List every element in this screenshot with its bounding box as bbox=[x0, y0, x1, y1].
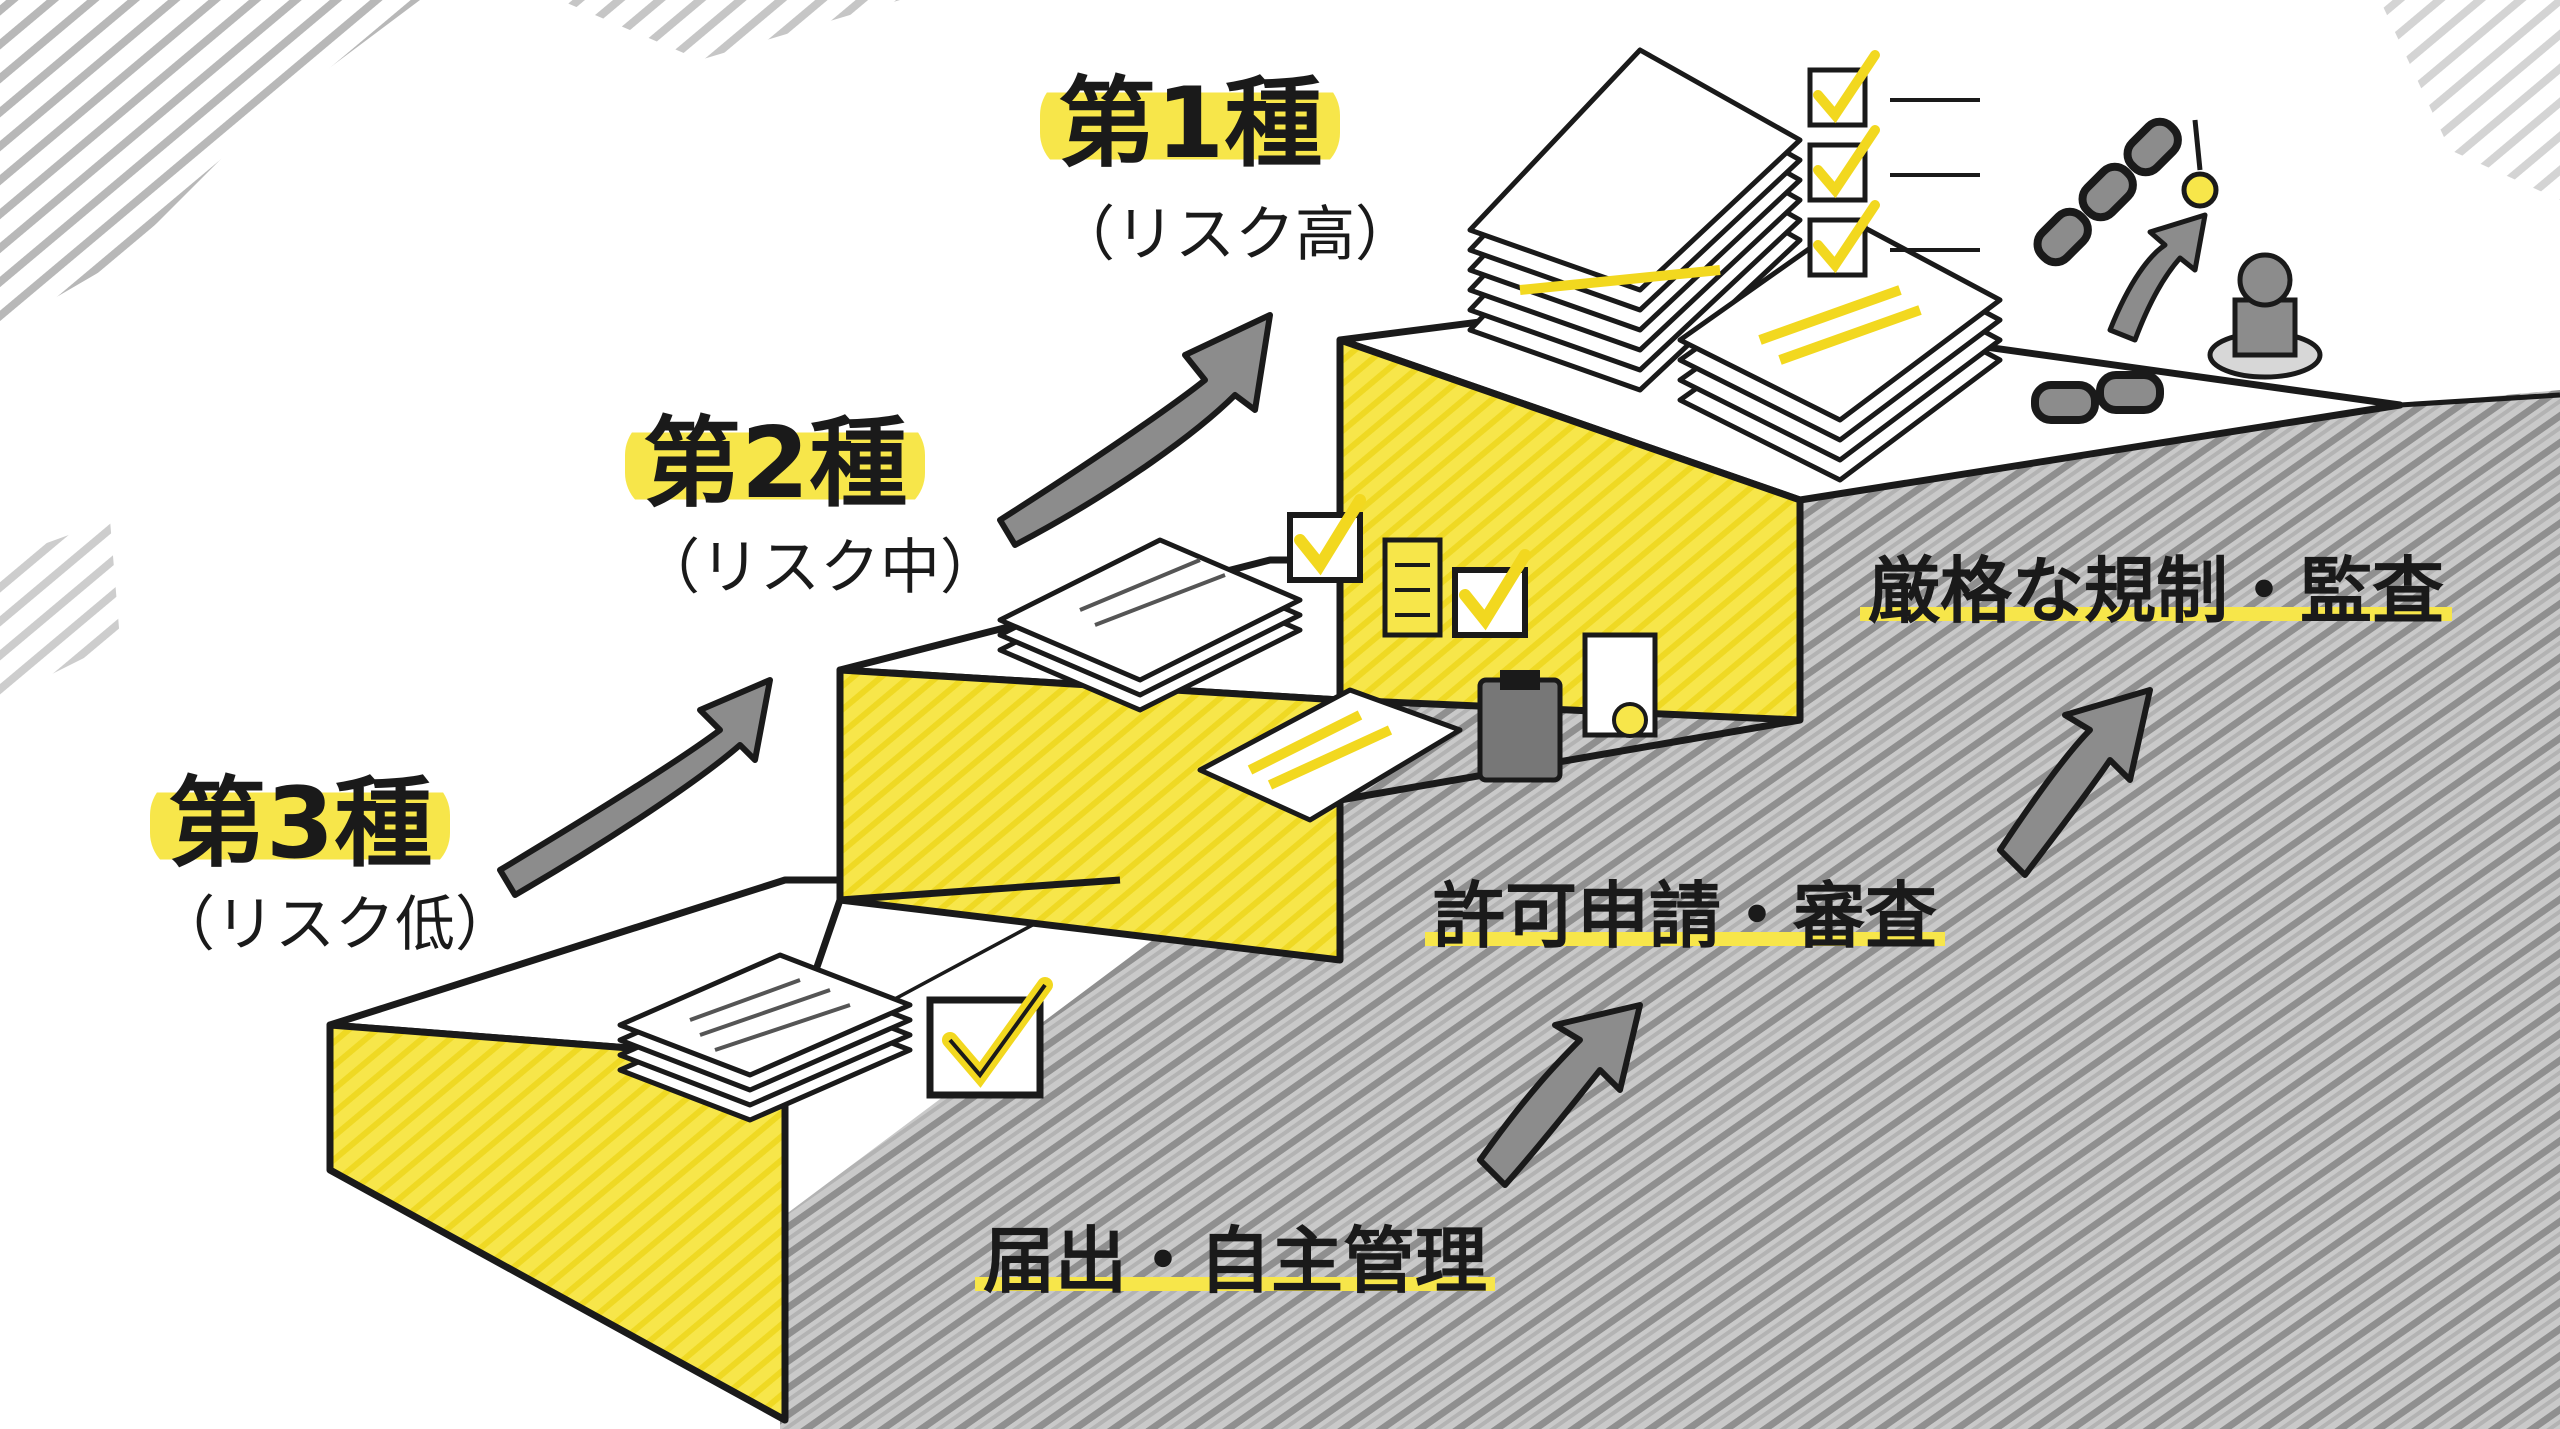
up-arrow-icon bbox=[497, 312, 1273, 898]
certificate-icon bbox=[1197, 687, 1463, 823]
certificate-icon bbox=[1582, 632, 1658, 738]
tier-3-risk: （リスク低） bbox=[155, 890, 515, 960]
clipboard-icon bbox=[1477, 670, 1563, 783]
checklist-icon bbox=[1382, 537, 1443, 638]
tier-1-risk: （リスク高） bbox=[1055, 200, 1415, 270]
tier-1-requirement: 厳格な規制・監査 bbox=[1860, 555, 2453, 627]
checklist-icon bbox=[1807, 50, 1980, 278]
up-arrow-icon bbox=[1477, 687, 2153, 1188]
document-stack-icon bbox=[997, 537, 1303, 713]
background-scribble bbox=[0, 0, 2560, 700]
tier-3-requirement: 届出・自主管理 bbox=[975, 1225, 1496, 1297]
up-arrow-icon bbox=[2107, 212, 2208, 343]
document-stack-icon bbox=[1467, 47, 1803, 393]
document-stack-icon bbox=[1677, 217, 2003, 483]
tier-2-name: 第2種 bbox=[625, 415, 926, 513]
document-stack-icon bbox=[617, 952, 913, 1123]
checkbox-icon bbox=[1287, 494, 1531, 638]
tier-1-name: 第1種 bbox=[1040, 75, 1341, 173]
tier-2-requirement: 許可申請・審査 bbox=[1425, 880, 1946, 952]
tier-3-name: 第3種 bbox=[150, 775, 451, 873]
chain-icon bbox=[2031, 117, 2182, 424]
stamp-icon bbox=[2207, 252, 2323, 380]
tier-2-risk: （リスク中） bbox=[640, 533, 1000, 603]
key-icon bbox=[2181, 119, 2219, 209]
checkbox-icon bbox=[926, 977, 1053, 1099]
